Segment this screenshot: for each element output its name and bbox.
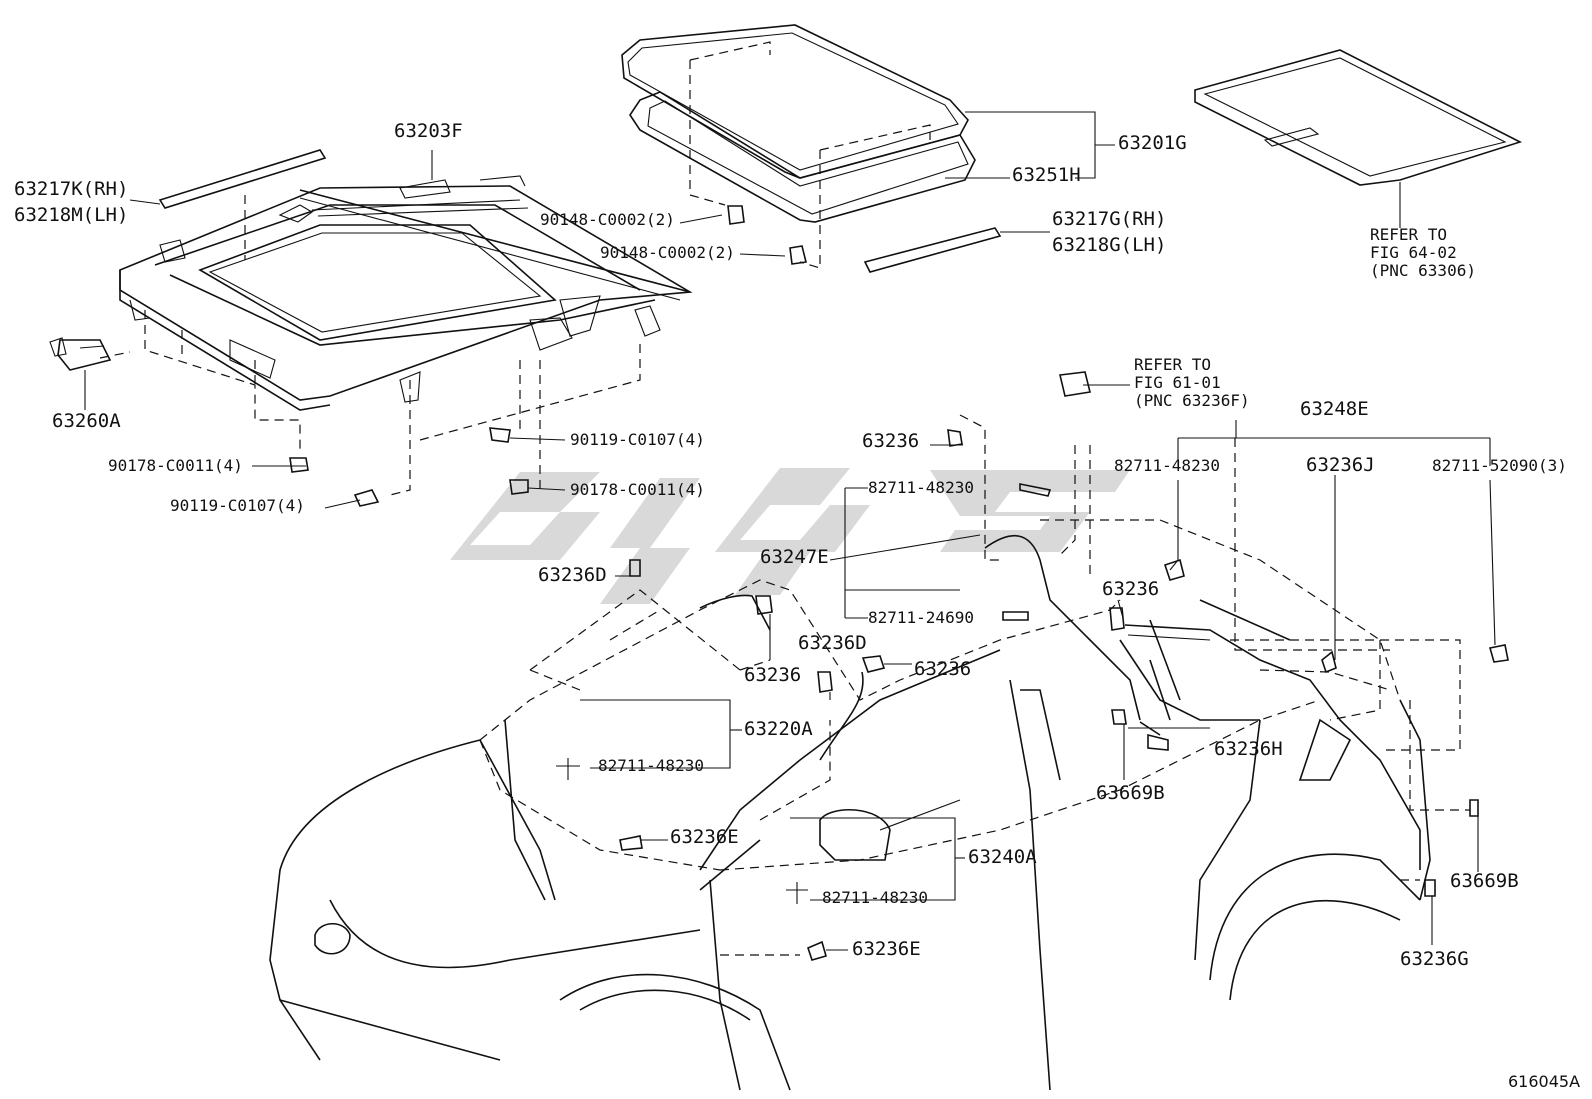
label-63240A: 63240A: [968, 846, 1037, 868]
label-63248E: 63248E: [1300, 398, 1369, 420]
watermark-logo: [450, 468, 1130, 604]
glass-panel-63201G: [621, 24, 976, 269]
label-82711-24690: 82711-24690: [868, 608, 974, 627]
drain-hoses: [699, 535, 1421, 870]
label-63247E: 63247E: [760, 546, 829, 568]
label-63236G: 63236G: [1400, 948, 1469, 970]
label-63236D-left: 63236D: [538, 564, 607, 586]
refer-note-1-line3: (PNC 63306): [1370, 261, 1476, 280]
label-82711-48230-top: 82711-48230: [868, 478, 974, 497]
label-82711-52090: 82711-52090(3): [1432, 456, 1567, 475]
label-63236-left: 63236: [744, 664, 802, 686]
label-63236J: 63236J: [1306, 454, 1375, 476]
label-63217G: 63217G(RH): [1052, 208, 1167, 230]
vehicle-body: [269, 519, 1431, 1091]
sunshade-panel: [1194, 49, 1523, 228]
fasteners-glass: [727, 205, 807, 265]
label-90119-C0107-a: 90119-C0107(4): [570, 430, 705, 449]
refer-note-2-line2: FIG 61-01: [1134, 373, 1221, 392]
label-63251H: 63251H: [1012, 164, 1081, 186]
label-63236D-center: 63236D: [798, 632, 867, 654]
bracket-leaders-glass: [679, 111, 1115, 257]
label-63220A: 63220A: [744, 718, 813, 740]
frame-leader-lines: [99, 195, 641, 496]
label-63236-center: 63236: [914, 658, 972, 680]
label-leaders: [84, 150, 1496, 956]
refer-note-2-line3: (PNC 63236F): [1134, 391, 1250, 410]
label-63236E-bottom: 63236E: [852, 938, 921, 960]
deflector-strip-63217K: [158, 149, 327, 209]
label-63236E-left: 63236E: [670, 826, 739, 848]
label-82711-48230-left: 82711-48230: [598, 756, 704, 775]
label-90119-C0107-b: 90119-C0107(4): [170, 496, 305, 515]
refer-note-1-line2: FIG 64-02: [1370, 243, 1457, 262]
deflector-strip-63217G: [863, 227, 1050, 273]
sunroof-frame-63203F: [119, 175, 693, 411]
label-90178-C0011-b: 90178-C0011(4): [570, 480, 705, 499]
label-63669B-right: 63669B: [1450, 870, 1519, 892]
label-63236-top: 63236: [862, 430, 920, 452]
label-63203F: 63203F: [394, 120, 463, 142]
label-63218M: 63218M(LH): [14, 204, 129, 226]
refer-note-1-line1: REFER TO: [1370, 225, 1448, 244]
label-82711-48230-bottom: 82711-48230: [822, 888, 928, 907]
label-63236H: 63236H: [1214, 738, 1283, 760]
motor-63260A: [49, 337, 112, 371]
figure-id: 616045A: [1508, 1072, 1581, 1091]
refer-note-2-line1: REFER TO: [1134, 355, 1212, 374]
label-90148-C0002-b: 90148-C0002(2): [600, 243, 735, 262]
label-63260A: 63260A: [52, 410, 121, 432]
label-63201G: 63201G: [1118, 132, 1187, 154]
fasteners-frame: [289, 427, 529, 507]
label-82711-48230-right: 82711-48230: [1114, 456, 1220, 475]
label-90148-C0002-a: 90148-C0002(2): [540, 210, 675, 229]
label-63236-mid: 63236: [1102, 578, 1160, 600]
label-90178-C0011-a: 90178-C0011(4): [108, 456, 243, 475]
label-63669B-center: 63669B: [1096, 782, 1165, 804]
label-63217K: 63217K(RH): [14, 178, 129, 200]
label-63218G: 63218G(LH): [1052, 234, 1167, 256]
